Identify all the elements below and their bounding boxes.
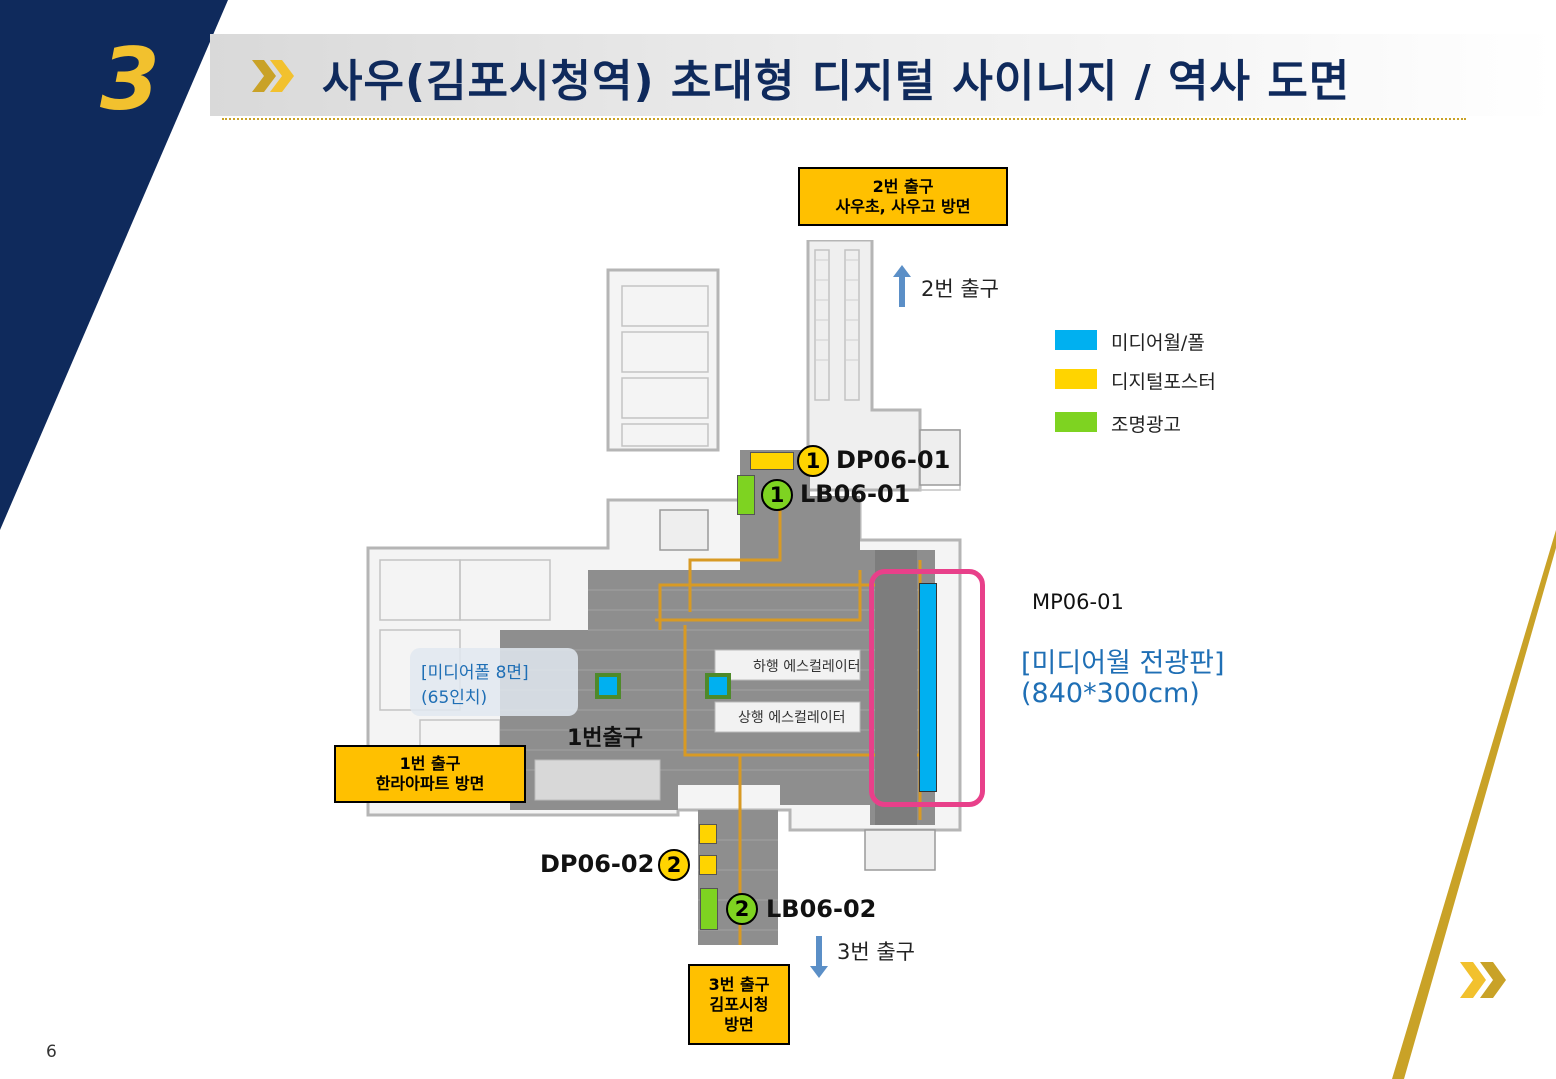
legend-swatch — [1055, 330, 1097, 350]
tag-dp06-01: DP06-01 — [836, 446, 951, 474]
light-box-marker — [700, 888, 718, 930]
exit-1-title: 1번 출구 — [399, 754, 461, 773]
down-escalator-label: 하행 에스컬레이터 — [753, 659, 861, 675]
exit-3-title: 3번 출구 — [708, 974, 770, 994]
exit-3-direction: 김포시청 — [709, 994, 769, 1014]
exit-3-direction-2: 방면 — [724, 1014, 754, 1034]
legend-label: 미디어월/폴 — [1111, 332, 1205, 354]
tag-lb06-01: LB06-01 — [800, 480, 911, 508]
arrow-up-icon — [893, 265, 911, 307]
light-box-marker — [737, 475, 755, 515]
chevron-icon — [252, 60, 294, 92]
legend-swatch — [1055, 369, 1097, 389]
media-pole-size: (65인치) — [421, 688, 488, 708]
tag-lb06-02: LB06-02 — [766, 895, 877, 923]
section-number: 3 — [100, 30, 160, 130]
media-wall-marker — [919, 583, 937, 792]
chevron-icon — [1460, 962, 1506, 998]
page-number: 6 — [46, 1042, 57, 1062]
digital-poster-marker — [699, 855, 717, 875]
tag-number-badge: 1 — [761, 479, 793, 511]
media-pole-title: [미디어폴 8면] — [421, 663, 529, 683]
tag-number-badge: 1 — [797, 445, 829, 477]
page-title: 사우(김포시청역) 초대형 디지털 사이니지 / 역사 도면 — [322, 56, 1351, 107]
navy-corner-shape — [0, 0, 228, 530]
header-band — [210, 34, 1556, 116]
exit-1-floor-label: 1번출구 — [567, 726, 644, 751]
tag-number-badge: 2 — [658, 849, 690, 881]
exit-3-box: 3번 출구 김포시청 방면 — [688, 964, 790, 1045]
legend-label: 디지털포스터 — [1111, 371, 1216, 393]
exit-1-box: 1번 출구 한라아파트 방면 — [334, 745, 526, 803]
exit-2-box: 2번 출구 사우초, 사우고 방면 — [798, 167, 1008, 226]
media-wall-size: (840*300cm) — [1021, 678, 1200, 709]
exit-2-arrow-label: 2번 출구 — [921, 277, 999, 301]
media-wall-highlight — [869, 569, 985, 807]
media-pole-note — [410, 648, 578, 716]
media-pole-marker — [705, 673, 731, 699]
title-divider — [222, 118, 1466, 120]
gold-corner-stripe — [1392, 530, 1556, 1079]
legend-label: 조명광고 — [1111, 414, 1181, 436]
arrow-down-icon — [810, 936, 828, 978]
tag-number-badge: 2 — [726, 893, 758, 925]
exit-2-direction: 사우초, 사우고 방면 — [835, 196, 971, 216]
station-floor-plan — [366, 240, 962, 945]
media-pole-marker — [595, 673, 621, 699]
digital-poster-marker — [699, 824, 717, 844]
media-wall-code: MP06-01 — [1032, 590, 1124, 614]
media-wall-name: [미디어월 전광판] — [1021, 648, 1225, 679]
exit-1-direction: 한라아파트 방면 — [375, 774, 485, 793]
tag-dp06-02: DP06-02 — [540, 850, 655, 878]
exit-2-title: 2번 출구 — [872, 176, 934, 196]
legend-swatch — [1055, 412, 1097, 432]
digital-poster-marker — [750, 452, 794, 470]
up-escalator-label: 상행 에스컬레이터 — [738, 710, 846, 726]
exit-3-arrow-label: 3번 출구 — [837, 940, 915, 964]
